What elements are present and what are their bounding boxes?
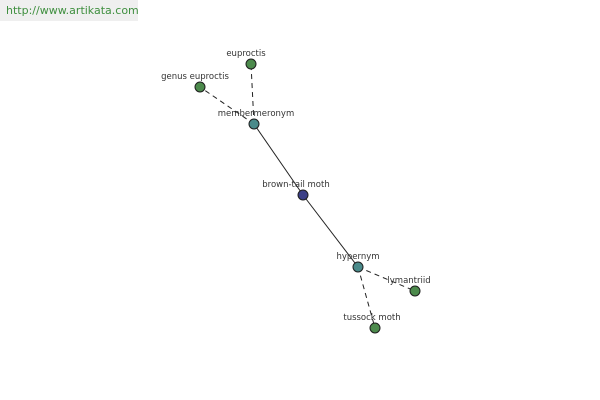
- label-hypernym[interactable]: hypernym: [336, 252, 379, 262]
- edge-hypernym-tussock-moth: [357, 266, 376, 329]
- node-lymantriid[interactable]: [409, 285, 421, 297]
- label-lymantriid[interactable]: lymantriid: [387, 276, 430, 286]
- edges: [199, 63, 416, 329]
- label-genus-euproctis[interactable]: genus euproctis: [161, 72, 229, 82]
- node-membermeronym[interactable]: [248, 118, 260, 130]
- edge-membermeronym-euproctis: [250, 63, 255, 125]
- edge-hypernym-lymantriid: [357, 266, 416, 292]
- label-euproctis[interactable]: euproctis: [226, 49, 266, 59]
- node-center[interactable]: [297, 189, 309, 201]
- label-center[interactable]: brown-tail moth: [262, 180, 329, 190]
- node-euproctis[interactable]: [245, 58, 257, 70]
- site-url[interactable]: http://www.artikata.com: [6, 4, 139, 17]
- nodes: [194, 58, 421, 334]
- edge-membermeronym-genus-euproctis: [199, 86, 255, 125]
- edge-center-membermeronym: [253, 123, 304, 196]
- edge-center-hypernym: [302, 194, 359, 268]
- label-tussock-moth[interactable]: tussock moth: [343, 313, 400, 323]
- node-hypernym[interactable]: [352, 261, 364, 273]
- labels: brown-tail moth membermeronym hypernym e…: [161, 49, 431, 323]
- node-tussock-moth[interactable]: [369, 322, 381, 334]
- label-membermeronym[interactable]: membermeronym: [218, 109, 294, 119]
- url-banner: http://www.artikata.com: [0, 0, 139, 21]
- node-genus-euproctis[interactable]: [194, 81, 206, 93]
